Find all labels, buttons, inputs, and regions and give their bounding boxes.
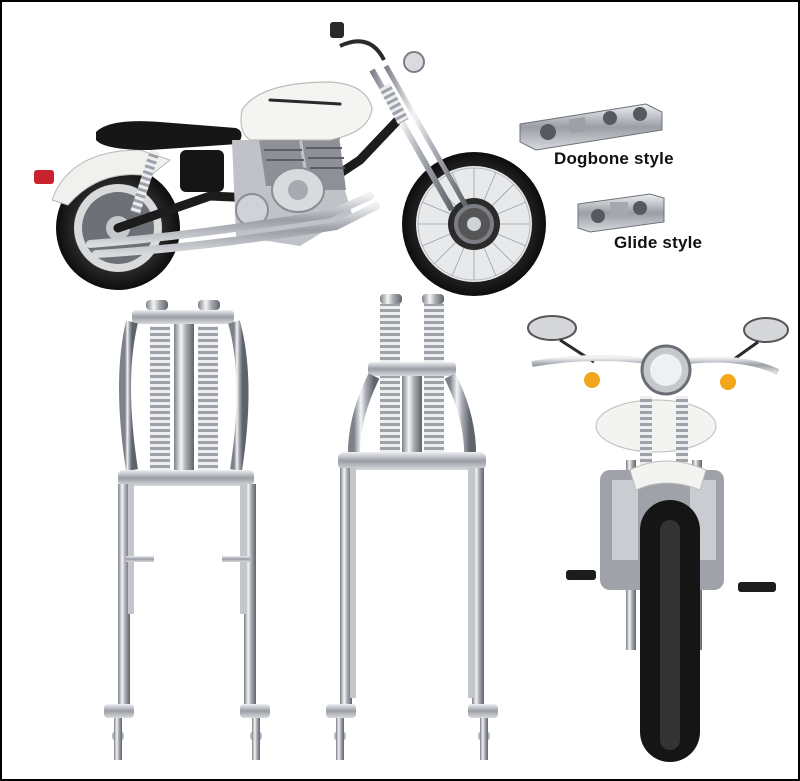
motorcycle-side-photo <box>34 22 546 296</box>
glide-riser-photo <box>577 193 665 233</box>
dogbone-caption: Dogbone style <box>554 149 674 168</box>
springer-fork-photo <box>104 300 270 760</box>
glide-caption: Glide style <box>614 233 703 252</box>
springer-fork-photo <box>326 294 498 760</box>
dogbone-riser-photo <box>519 103 663 151</box>
front-wheel <box>402 152 546 296</box>
fuel-tank <box>240 81 373 141</box>
motorcycle-front-photo <box>527 315 789 762</box>
